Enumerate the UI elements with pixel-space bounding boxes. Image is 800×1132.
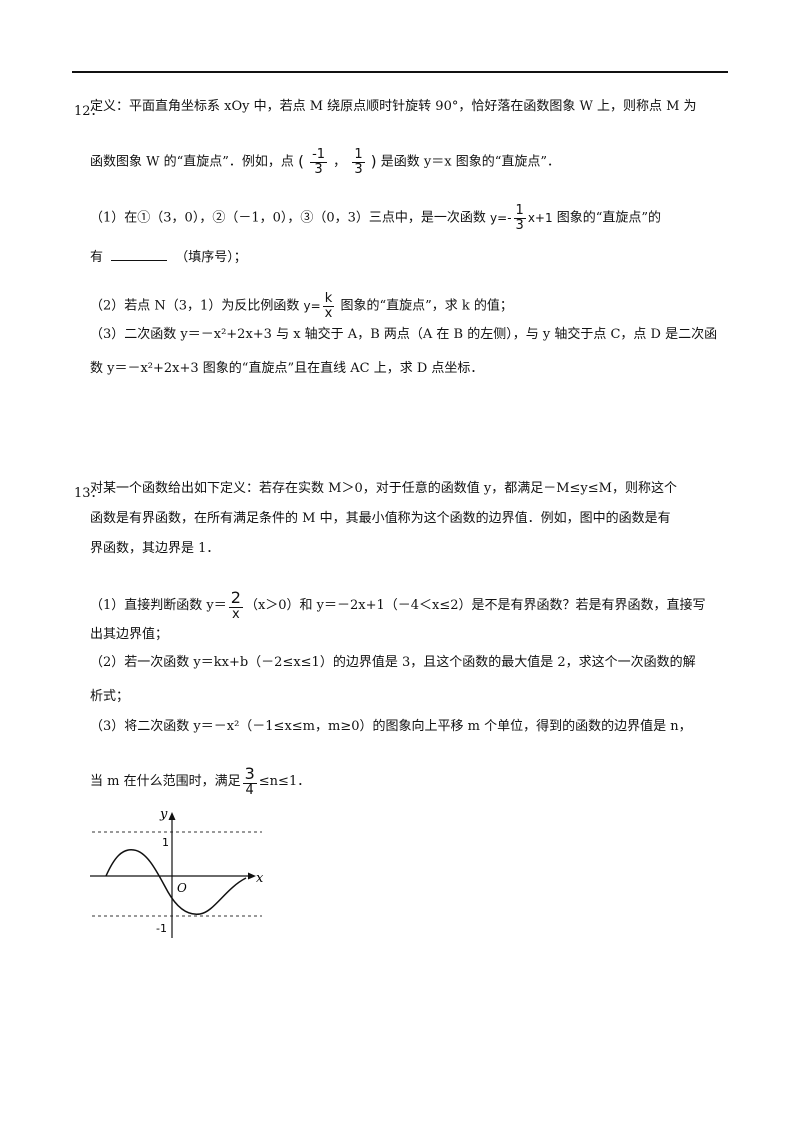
q12-definition-line2: 函数图象 W 的“直旋点”．例如，点 ( -1 3 ， 1 3 ) 是函数 y＝…: [90, 148, 560, 176]
q12-part1: （1）在①（3，0），②（－1，0），③（0，3）三点中，是一次函数 y=- 1…: [90, 204, 661, 232]
numerator: 3: [244, 764, 255, 783]
numerator: -1: [312, 147, 326, 162]
q13-part3-line2: 当 m 在什么范围时，满足 3 4 ≤n≤1．: [90, 764, 311, 798]
fraction: 2 x: [228, 588, 243, 622]
denominator: 3: [513, 217, 526, 233]
paren: ): [370, 152, 377, 171]
question-number: 12．: [74, 104, 104, 119]
q12-example-tail: 是函数 y＝x 图象的“直旋点”．: [380, 154, 560, 170]
q12-part3-line1: （3）二次函数 y＝－x²+2x+3 与 x 轴交于 A，B 两点（A 在 B …: [90, 327, 718, 342]
denominator: 3: [310, 161, 328, 177]
y-axis-arrow-icon: [168, 812, 176, 820]
fraction: 1 3: [513, 203, 526, 233]
fraction: 3 4: [242, 764, 257, 798]
q12-part1-text2: 图象的“直旋点”的: [556, 210, 662, 226]
denominator: x: [322, 305, 335, 321]
function-curve: [105, 849, 247, 915]
denominator: 3: [352, 161, 365, 177]
text: （填序号）；: [175, 250, 247, 265]
q13-definition-line3: 界函数，其边界是 1．: [90, 541, 220, 556]
q13-definition-line2: 函数是有界函数，在所有满足条件的 M 中，其最小值称为这个函数的边界值．例如，图…: [90, 511, 671, 526]
q13-part3-line1: （3）将二次函数 y＝－x²（－1≤x≤m，m≥0）的图象向上平移 m 个单位，…: [90, 719, 692, 734]
denominator: x: [228, 606, 243, 622]
q12-definition-line1: 定义：平面直角坐标系 xOy 中，若点 M 绕原点顺时针旋转 90°，恰好落在函…: [90, 99, 697, 114]
q13-part2-line2: 析式；: [90, 689, 130, 704]
function-graph: y x O 1 -1: [90, 808, 264, 938]
q13-part1-text: （1）直接判断函数 y＝: [90, 598, 227, 614]
q13-part1-line2: 出其边界值；: [90, 627, 169, 642]
q13-part2-line1: （2）若一次函数 y＝kx+b（－2≤x≤1）的边界值是 3，且这个函数的最大值…: [90, 655, 696, 670]
text: 有: [90, 250, 104, 265]
paren: (: [298, 152, 304, 171]
tick-label-positive: 1: [162, 836, 169, 849]
denominator: 4: [242, 782, 257, 798]
x-axis-arrow-icon: [248, 872, 256, 880]
q12-part2: （2）若点 N（3，1）为反比例函数 y= k x 图象的“直旋点”，求 k 的…: [90, 292, 513, 320]
q13-part3-text2: ≤n≤1．: [258, 774, 311, 790]
q12-part1-text: （1）在①（3，0），②（－1，0），③（0，3）三点中，是一次函数: [90, 210, 486, 226]
q12-part3-line2: 数 y＝－x²+2x+3 图象的“直旋点”且在直线 AC 上，求 D 点坐标．: [90, 361, 484, 376]
q12-example-text: 函数图象 W 的“直旋点”．例如，点: [90, 154, 294, 170]
q12-part2-text2: 图象的“直旋点”，求 k 的值；: [340, 298, 513, 314]
numerator: 1: [515, 203, 524, 218]
x-axis-label: x: [256, 871, 264, 886]
equation: y=-: [490, 211, 512, 226]
q13-definition-line1: 对某一个函数给出如下定义：若存在实数 M＞0，对于任意的函数值 y，都满足－M≤…: [90, 481, 677, 496]
numerator: 2: [230, 588, 241, 607]
q13-part1: （1）直接判断函数 y＝ 2 x （x＞0）和 y＝－2x+1（－4＜x≤2）是…: [90, 588, 706, 622]
answer-blank[interactable]: [111, 250, 168, 261]
fraction: k x: [322, 291, 335, 321]
y-axis-label: y: [159, 808, 168, 822]
equation: y=: [303, 299, 321, 314]
q12-part1-answer-line: 有 （填序号）；: [90, 250, 247, 264]
q13-part1-text2: （x＞0）和 y＝－2x+1（－4＜x≤2）是不是有界函数？若是有界函数，直接写: [244, 598, 706, 614]
fraction: 1 3: [352, 147, 365, 177]
equation: x+1: [527, 211, 553, 226]
q13-part3-text: 当 m 在什么范围时，满足: [90, 774, 241, 790]
tick-label-negative: -1: [156, 922, 167, 935]
numerator: 1: [354, 147, 363, 162]
origin-label: O: [177, 881, 187, 895]
fraction: -1 3: [310, 147, 328, 177]
top-rule: [72, 71, 728, 73]
question-number: 13．: [74, 486, 104, 501]
numerator: k: [324, 291, 333, 306]
comma: ，: [333, 154, 347, 170]
q12-part2-text: （2）若点 N（3，1）为反比例函数: [90, 298, 300, 314]
